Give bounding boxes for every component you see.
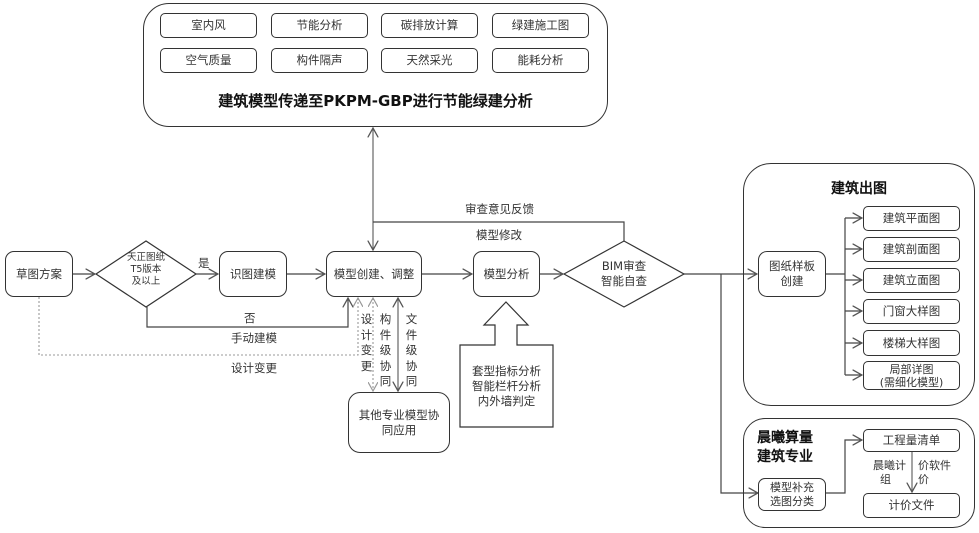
node-model-supplement[interactable]: 模型补充 选图分类	[758, 478, 826, 511]
node-sketch[interactable]: 草图方案	[5, 251, 73, 297]
arrow-supplement-to-bill	[826, 440, 862, 494]
gbp-item-sound-insulation[interactable]: 构件隔声	[271, 48, 368, 73]
review-text: BIM审查 智能自查	[601, 259, 647, 288]
gbp-item-indoor-wind[interactable]: 室内风	[160, 13, 257, 38]
gbp-item-air-quality[interactable]: 空气质量	[160, 48, 257, 73]
arrow-review-to-quantity	[720, 274, 758, 493]
node-bill-of-quantities[interactable]: 工程量清单	[863, 429, 960, 452]
decision-diamond	[94, 240, 198, 308]
quantity-panel-title: 晨曦算量 建筑专业	[757, 430, 813, 465]
drawing-elevation[interactable]: 建筑立面图	[863, 268, 960, 293]
drawing-panel-title: 建筑出图	[831, 181, 887, 197]
quantity-panel	[743, 418, 975, 528]
label-no: 否	[244, 311, 256, 325]
gbp-item-energy-saving[interactable]: 节能分析	[271, 13, 368, 38]
node-recognize[interactable]: 识图建模	[219, 251, 287, 297]
gbp-item-green-drawing[interactable]: 绿建施工图	[492, 13, 589, 38]
dashed-design-change-line	[38, 297, 358, 356]
label-yes: 是	[198, 256, 210, 270]
label-model-modify: 模型修改	[476, 228, 522, 242]
drawing-floor-plan[interactable]: 建筑平面图	[863, 206, 960, 231]
vlabel-component-collab: 构件级协同	[379, 312, 392, 388]
gbp-panel-title: 建筑模型传递至PKPM-GBP进行节能绿建分析	[218, 92, 533, 110]
drawing-local-detail[interactable]: 局部详图 (需细化模型)	[863, 361, 960, 390]
decision-text: 天正图纸 T5版本 及以上	[126, 252, 165, 287]
hollow-up-arrow	[459, 301, 554, 428]
label-chenxi-pricing-left: 晨曦计 组	[873, 459, 906, 486]
drawing-door-window-detail[interactable]: 门窗大样图	[863, 299, 960, 324]
feedback-line	[373, 221, 625, 241]
gbp-item-carbon[interactable]: 碳排放计算	[381, 13, 478, 38]
gbp-item-energy-consumption[interactable]: 能耗分析	[492, 48, 589, 73]
drawing-stair-detail[interactable]: 楼梯大样图	[863, 330, 960, 356]
vlabel-design-change: 设计变更	[360, 312, 373, 373]
drawing-section[interactable]: 建筑剖面图	[863, 237, 960, 262]
label-review-feedback: 审查意见反馈	[465, 202, 534, 216]
drawing-panel	[743, 163, 975, 406]
node-model-analysis[interactable]: 模型分析	[473, 251, 540, 297]
label-chenxi-pricing-right: 价软件 价	[918, 459, 951, 486]
gbp-analysis-panel	[143, 3, 608, 127]
arrow-no-manual	[146, 298, 348, 328]
gbp-item-daylight[interactable]: 天然采光	[381, 48, 478, 73]
label-design-change: 设计变更	[231, 361, 277, 375]
node-pricing-file[interactable]: 计价文件	[863, 493, 960, 518]
label-manual-modeling: 手动建模	[231, 331, 277, 345]
node-drawing-template[interactable]: 图纸样板 创建	[758, 251, 826, 297]
node-other-disciplines[interactable]: 其他专业模型协 同应用	[348, 392, 450, 453]
review-diamond	[562, 240, 686, 308]
node-model-create[interactable]: 模型创建、调整	[326, 251, 422, 297]
vlabel-file-collab: 文件级协同	[405, 312, 418, 388]
analysis-items-text: 套型指标分析 智能栏杆分析 内外墙判定	[472, 364, 541, 408]
